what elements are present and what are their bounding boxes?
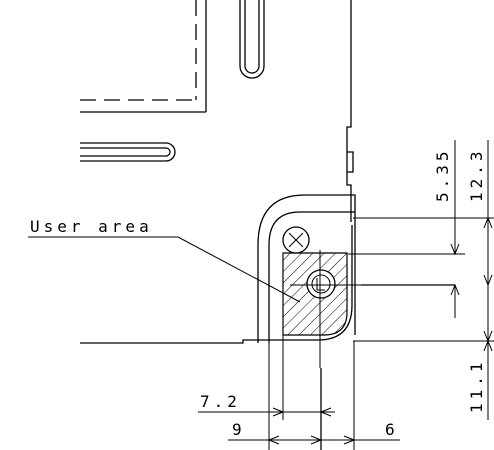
vertical-dimension-lines (450, 140, 493, 420)
horizontal-slot (80, 142, 176, 162)
corner-block (80, 194, 356, 344)
right-extension-lines (348, 217, 494, 342)
x-circle-icon (282, 226, 310, 254)
user-area-leader (28, 236, 301, 303)
dim-11-1-label: 11.1 (467, 358, 486, 413)
upper-outline (80, 0, 207, 113)
right-profile (346, 0, 354, 222)
dim-9-label: 9 (232, 420, 246, 439)
user-area-label: User area (30, 217, 153, 236)
horizontal-dimension-lines (198, 335, 400, 450)
dim-6-label: 6 (385, 420, 399, 439)
center-lines (290, 250, 455, 450)
dim-7-2-label: 7.2 (200, 392, 241, 411)
l-circle-icon (306, 269, 336, 299)
dim-5-35-label: 5.35 (433, 147, 452, 202)
vertical-slot (239, 0, 265, 79)
dim-12-3-label: 12.3 (467, 147, 486, 202)
